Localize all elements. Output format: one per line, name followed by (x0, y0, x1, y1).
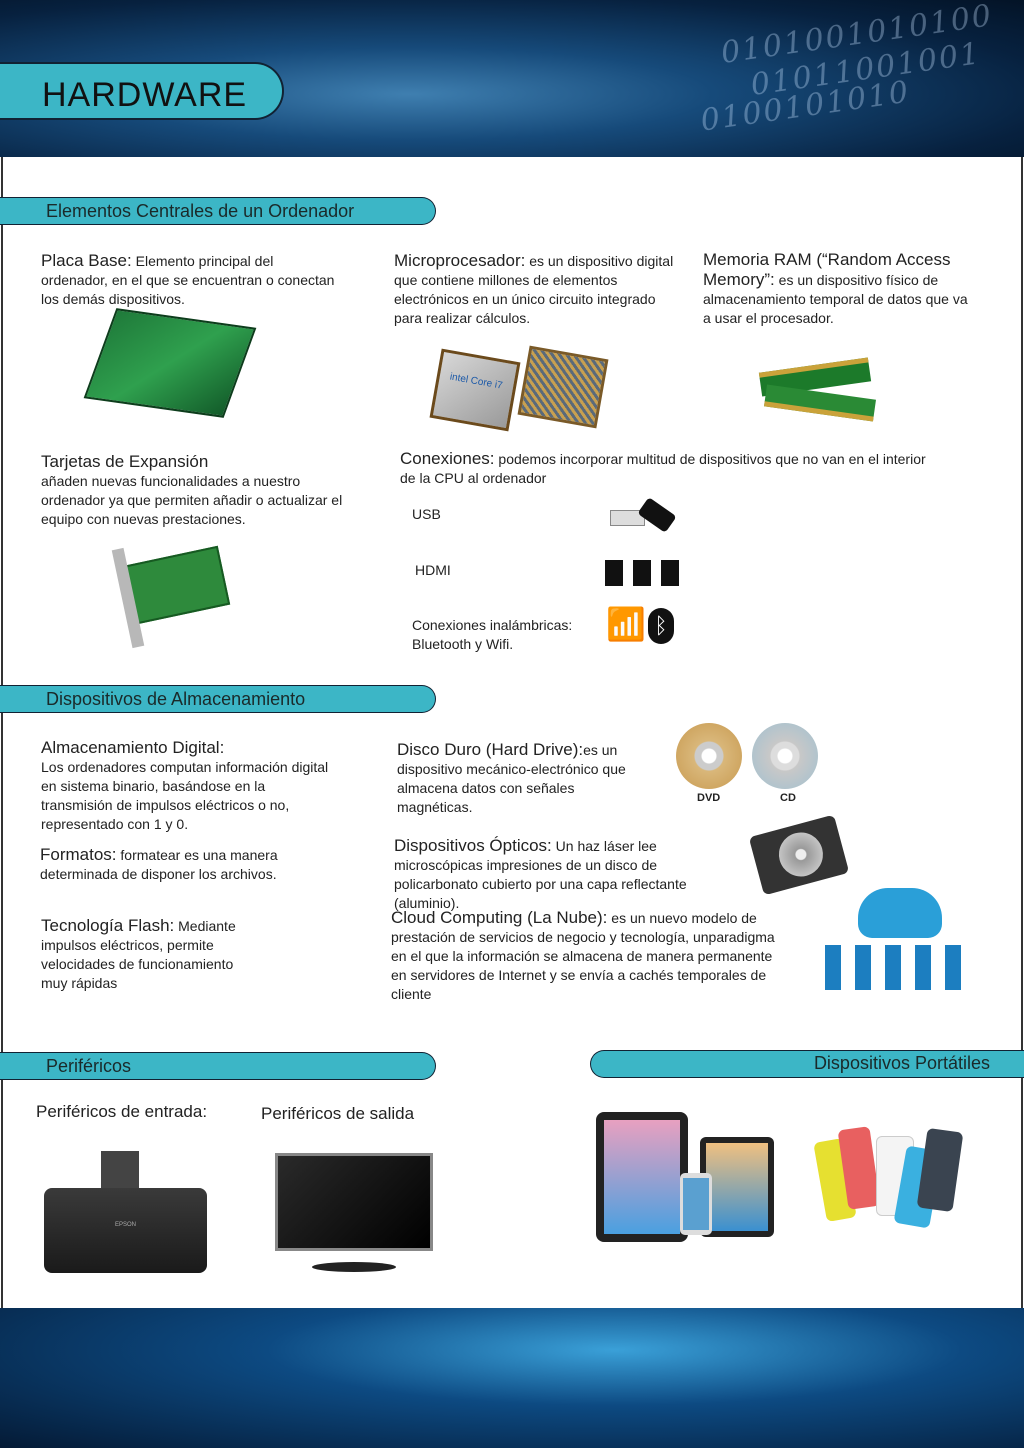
cpu-text: Microprocesador: es un dispositivo digit… (394, 251, 674, 326)
wireless-label: Conexiones inalámbricas: Bluetooth y Wif… (412, 617, 573, 652)
section-peripherals: Periféricos (0, 1052, 436, 1080)
dvd-image (676, 723, 742, 789)
hdmi-label: HDMI (415, 562, 451, 578)
flash-text: Tecnología Flash: Mediante impulsos eléc… (41, 916, 236, 991)
cloud-devices-icon (825, 945, 975, 990)
motherboard-text: Placa Base: Elemento principal del orden… (41, 251, 335, 307)
input-peripherals-label: Periféricos de entrada: (36, 1102, 208, 1121)
optical-text: Dispositivos Ópticos: Un haz láser lee m… (394, 836, 687, 911)
hdd-text: Disco Duro (Hard Drive):es un dispositiv… (397, 740, 626, 815)
phone-image (680, 1173, 712, 1235)
cloud-text: Cloud Computing (La Nube): es un nuevo m… (391, 908, 775, 1002)
hdmi-icon (605, 560, 683, 586)
cd-label: CD (780, 792, 796, 804)
content-frame (1, 157, 1023, 1308)
section-central: Elementos Centrales de un Ordenador (0, 197, 436, 225)
cpu-back-image (517, 345, 609, 429)
footer-banner (0, 1308, 1024, 1448)
digital-storage-text: Almacenamiento Digital:Los ordenadores c… (41, 738, 329, 832)
output-peripherals-label: Periféricos de salida (261, 1104, 415, 1123)
monitor-stand (312, 1262, 396, 1272)
cpu-image: intel Core i7 (429, 348, 521, 432)
tablet-image (596, 1112, 688, 1242)
connections-text: Conexiones: podemos incorporar multitud … (400, 449, 926, 486)
formats-text: Formatos: formatear es una manera determ… (40, 845, 278, 882)
monitor-image (275, 1153, 433, 1251)
tablet-small-image (700, 1137, 774, 1237)
usb-label: USB (412, 506, 441, 522)
section-portable: Dispositivos Portátiles (590, 1050, 1024, 1078)
dvd-label: DVD (697, 792, 721, 804)
section-storage: Dispositivos de Almacenamiento (0, 685, 436, 713)
cloud-icon (858, 888, 942, 938)
wifi-icon: 📶 (606, 606, 646, 642)
printer-image: EPSON (44, 1188, 207, 1273)
printer-feeder (101, 1151, 139, 1191)
cd-image (752, 723, 818, 789)
ram-text: Memoria RAM (“Random Access Memory”: es … (703, 250, 968, 326)
bluetooth-icon: ᛒ (648, 608, 674, 644)
page-title: HARDWARE (0, 62, 284, 120)
